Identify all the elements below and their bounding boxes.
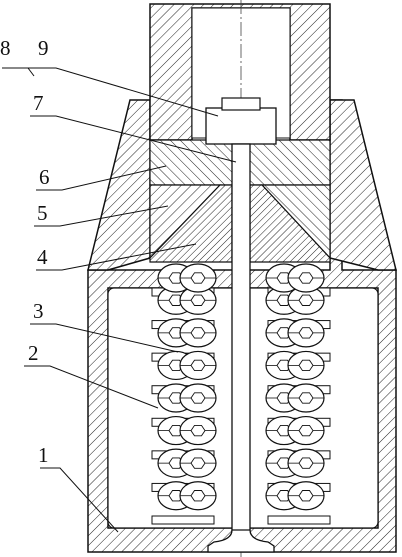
leader-8-tick bbox=[27, 67, 35, 77]
part-9-nut bbox=[205, 107, 277, 145]
part-8-washer bbox=[221, 97, 261, 111]
leader-4 bbox=[36, 243, 197, 271]
housing-cone-left bbox=[87, 99, 151, 271]
label-5: 5 bbox=[37, 201, 48, 225]
leader-1 bbox=[40, 467, 119, 533]
leader-3 bbox=[30, 323, 179, 353]
part-7-bolt bbox=[231, 143, 251, 543]
leader-8-9 bbox=[2, 67, 219, 117]
label-7: 7 bbox=[33, 91, 44, 115]
label-3: 3 bbox=[33, 299, 44, 323]
label-9: 9 bbox=[38, 36, 49, 60]
label-8: 8 bbox=[0, 36, 11, 60]
leader-lines bbox=[2, 67, 237, 533]
housing-cone-right bbox=[329, 99, 397, 271]
label-2: 2 bbox=[28, 341, 39, 365]
plate-right bbox=[267, 515, 331, 525]
leader-6 bbox=[36, 165, 167, 191]
leader-7 bbox=[30, 115, 237, 163]
leader-5 bbox=[34, 205, 169, 227]
label-1: 1 bbox=[38, 443, 49, 467]
leader-2 bbox=[24, 365, 159, 409]
bolt-head bbox=[207, 529, 275, 553]
plate-left bbox=[151, 515, 215, 525]
label-6: 6 bbox=[39, 165, 50, 189]
spring-stack bbox=[151, 263, 331, 525]
label-4: 4 bbox=[37, 245, 48, 269]
